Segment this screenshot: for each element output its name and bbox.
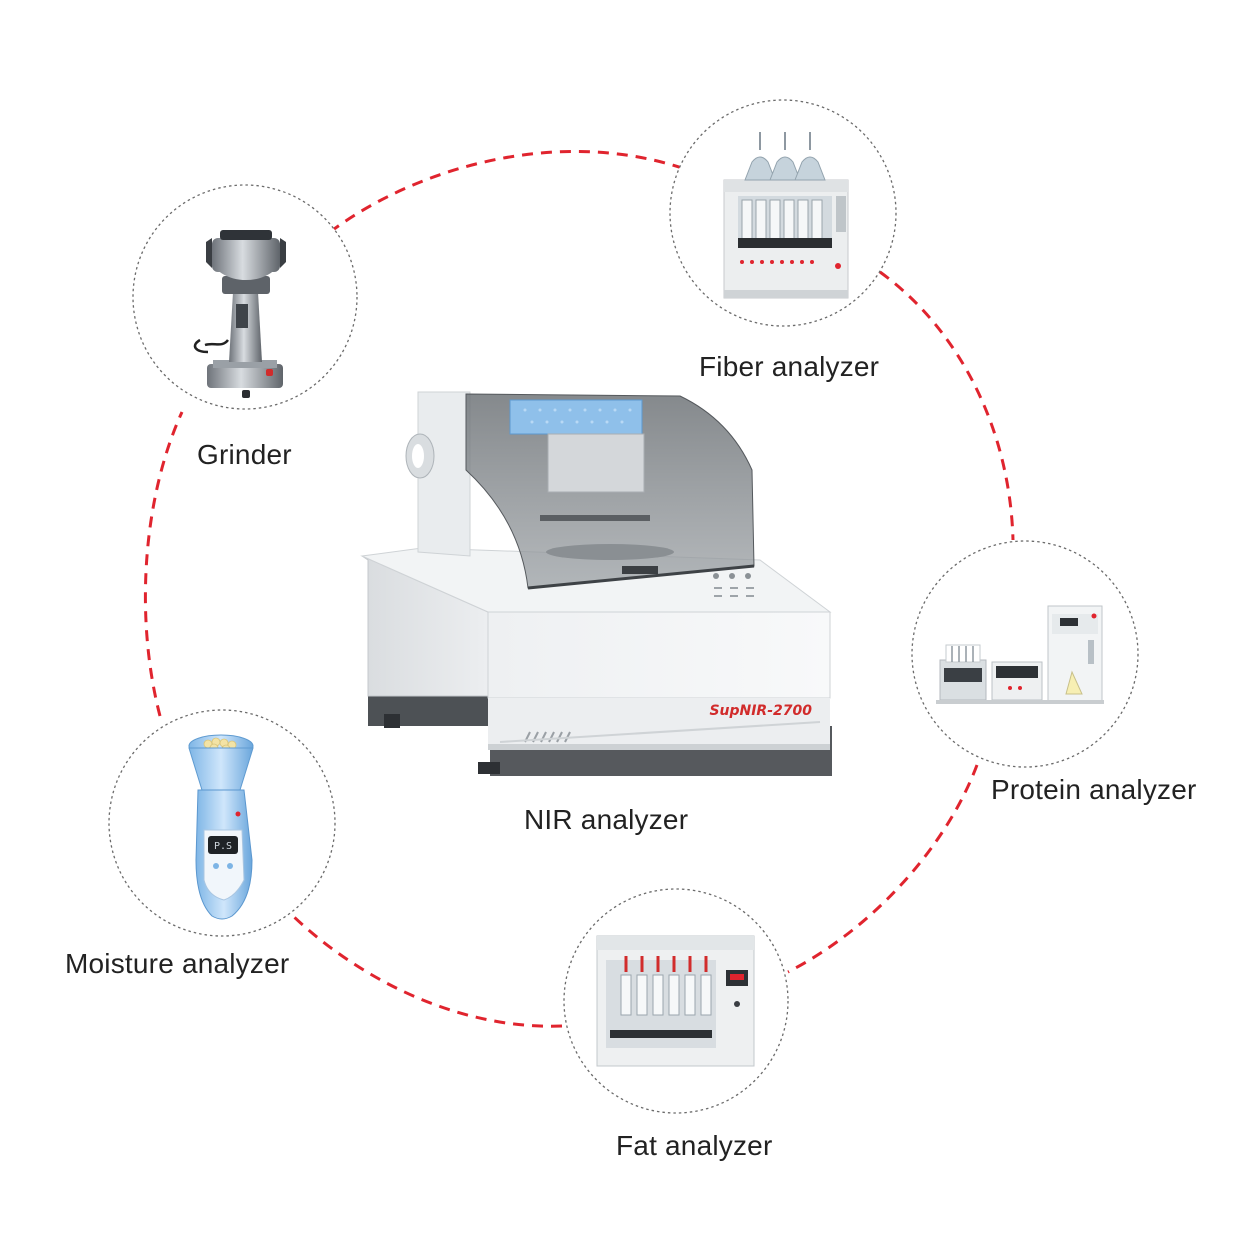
label-fiber-analyzer: Fiber analyzer	[699, 351, 880, 382]
arc-moisture-grinder	[143, 411, 184, 717]
protein-analyzer-icon	[936, 605, 1104, 704]
label-fat-analyzer: Fat analyzer	[616, 1130, 773, 1161]
label-moisture-analyzer: Moisture analyzer	[65, 948, 290, 979]
fat-analyzer-icon	[596, 935, 755, 1067]
moisture-analyzer-icon: P.S	[188, 734, 254, 920]
arc-protein-fat	[787, 764, 979, 974]
circle-protein	[911, 540, 1139, 768]
label-grinder: Grinder	[197, 439, 292, 470]
nir-analyzer-icon: SupNIR-2700	[360, 391, 832, 776]
label-nir-analyzer: NIR analyzer	[524, 804, 689, 835]
arc-fat-moisture	[290, 913, 563, 1028]
fiber-analyzer-icon	[723, 132, 849, 299]
connector-arcs	[143, 150, 1015, 1028]
arc-grinder-fiber	[329, 150, 683, 234]
grinder-icon	[193, 230, 286, 398]
moisture-display-text: P.S	[214, 841, 232, 852]
nir-model-text: SupNIR-2700	[709, 703, 812, 719]
arc-fiber-protein	[879, 270, 1015, 541]
label-protein-analyzer: Protein analyzer	[991, 774, 1197, 805]
